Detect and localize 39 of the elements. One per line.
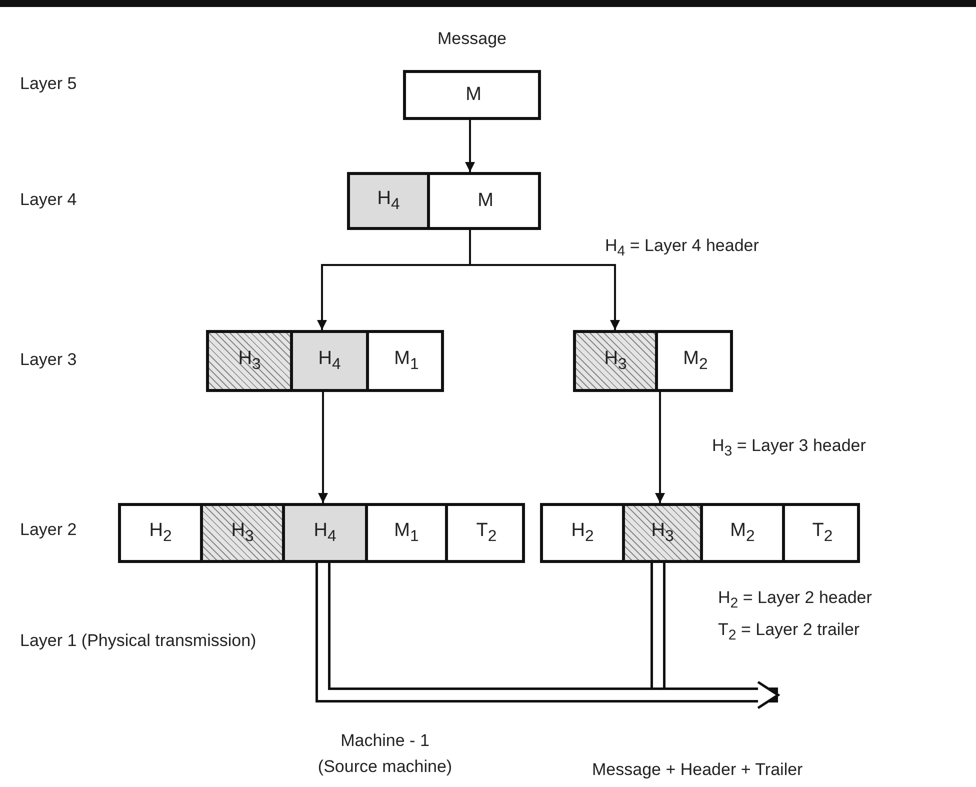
header-field: H$_{3}$ [622,506,700,560]
layer-label: Layer 2 [20,520,77,540]
flow-caption: Message + Header + Trailer [592,760,803,780]
packet-box [347,172,541,230]
header-field: H$_{4}$ [290,333,366,389]
packet-box [118,503,525,563]
header-field: H$_{4}$ [350,175,427,227]
header-field: M$_{2}$ [700,506,782,560]
layer-label: Layer 3 [20,350,77,370]
header-field: T$_{2}$ [782,506,860,560]
header-field: H$_{4}$ [282,506,365,560]
legend-note: H$_{3}$ = Layer 3 header [712,436,866,460]
transmission-arrow [316,563,780,710]
arrow [655,392,665,503]
header-field: M$_{1}$ [366,333,444,389]
header-field: M [406,73,541,117]
arrow [469,230,620,330]
header-field: H$_{2}$ [543,506,622,560]
arrow [465,120,475,172]
header-field: H$_{3}$ [209,333,290,389]
header-field: M$_{1}$ [365,506,445,560]
legend-note: H$_{2}$ = Layer 2 header [718,588,872,612]
header-field: M$_{2}$ [655,333,733,389]
header-field: T$_{2}$ [445,506,525,560]
packet-box [206,330,444,392]
legend-note: T$_{2}$ = Layer 2 trailer [718,620,860,644]
layer-label: Layer 5 [20,74,77,94]
arrow [318,392,328,503]
header-field: H$_{3}$ [200,506,282,560]
legend-note: H$_{4}$ = Layer 4 header [605,236,759,260]
packet-heading: Message [436,29,508,49]
machine-caption: Machine - 1 (Source machine) [316,730,454,778]
layer-label: Layer 1 (Physical transmission) [20,630,258,652]
header-field: H$_{2}$ [121,506,200,560]
packet-box [540,503,860,563]
header-field: H$_{3}$ [576,333,655,389]
packet-box [573,330,733,392]
header-field: M [427,175,541,227]
layer-label: Layer 4 [20,190,77,210]
